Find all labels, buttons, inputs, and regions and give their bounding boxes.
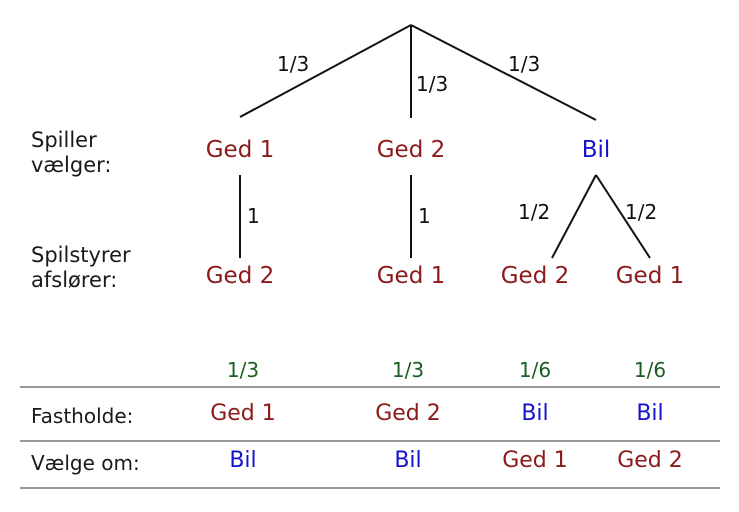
table-cell-r2c2: Bil (394, 448, 422, 473)
edge-prob-bil-ged2: 1/2 (518, 200, 551, 224)
tree-node-l2-ged2-a: Ged 2 (205, 263, 275, 289)
stage-label-player-line1: Spiller (31, 128, 97, 152)
table-cell-r1c4: Bil (636, 401, 664, 426)
stage-label-player: Spiller vælger: (31, 128, 111, 178)
tree-node-l2-ged1-b: Ged 1 (615, 263, 685, 289)
tree-node-l1-ged2: Ged 2 (376, 137, 446, 163)
table-cell-r1c1: Ged 1 (210, 401, 276, 426)
table-cell-r2c3: Ged 1 (502, 448, 568, 473)
edge-prob-ged2-ged1: 1 (418, 204, 431, 228)
stage-label-host-line2: afslører: (31, 268, 118, 292)
table-row-label-vaelge-om: Vælge om: (31, 451, 140, 475)
tree-node-l1-ged1: Ged 1 (205, 137, 275, 163)
edge-prob-bil-ged1: 1/2 (625, 200, 658, 224)
tree-node-l2-ged2-b: Ged 2 (500, 263, 570, 289)
tree-node-l1-bil: Bil (581, 137, 611, 163)
table-rule-bottom (20, 487, 720, 489)
edge-bil-to-ged2 (551, 174, 597, 259)
table-cell-r2c4: Ged 2 (617, 448, 683, 473)
table-header-col3: 1/6 (518, 358, 552, 382)
table-header-col4: 1/6 (633, 358, 667, 382)
edge-prob-root-ged2: 1/3 (416, 72, 449, 96)
table-header-col2: 1/3 (391, 358, 425, 382)
table-rule-middle (20, 440, 720, 442)
table-cell-r1c3: Bil (521, 401, 549, 426)
tree-node-l2-ged1-a: Ged 1 (376, 263, 446, 289)
table-row-label-fastholde: Fastholde: (31, 404, 134, 428)
edge-prob-root-ged1: 1/3 (277, 52, 310, 76)
edge-root-to-ged1 (239, 24, 412, 118)
table-cell-r2c1: Bil (229, 448, 257, 473)
stage-label-host-line1: Spilstyrer (31, 243, 131, 267)
table-header-col1: 1/3 (226, 358, 260, 382)
edge-prob-ged1-ged2: 1 (247, 204, 260, 228)
edge-prob-root-bil: 1/3 (508, 52, 541, 76)
stage-label-host: Spilstyrer afslører: (31, 243, 131, 293)
table-rule-top (20, 386, 720, 388)
table-cell-r1c2: Ged 2 (375, 401, 441, 426)
stage-label-player-line2: vælger: (31, 153, 112, 177)
